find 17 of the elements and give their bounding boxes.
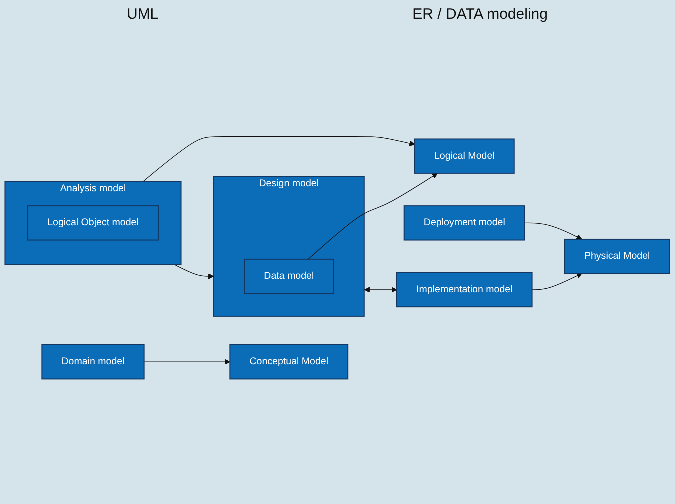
column-heading: ER / DATA modeling xyxy=(412,6,548,23)
arrow xyxy=(364,287,398,293)
arrow xyxy=(174,264,214,280)
arrow xyxy=(143,136,416,182)
node-box: Conceptual Model xyxy=(230,344,349,380)
arrow xyxy=(524,222,582,240)
node-box: Physical Model xyxy=(564,238,670,274)
node-box: Deployment model xyxy=(404,206,526,241)
node-box: Data model xyxy=(244,258,334,294)
arrow xyxy=(532,273,582,290)
arrow xyxy=(144,359,230,365)
column-heading: UML xyxy=(126,6,159,23)
node-box: Implementation model xyxy=(396,272,533,308)
node-box: Domain model xyxy=(42,344,145,380)
node-box: Logical Object model xyxy=(28,206,159,241)
node-box: Logical Model xyxy=(414,138,515,174)
arrow xyxy=(308,173,438,260)
